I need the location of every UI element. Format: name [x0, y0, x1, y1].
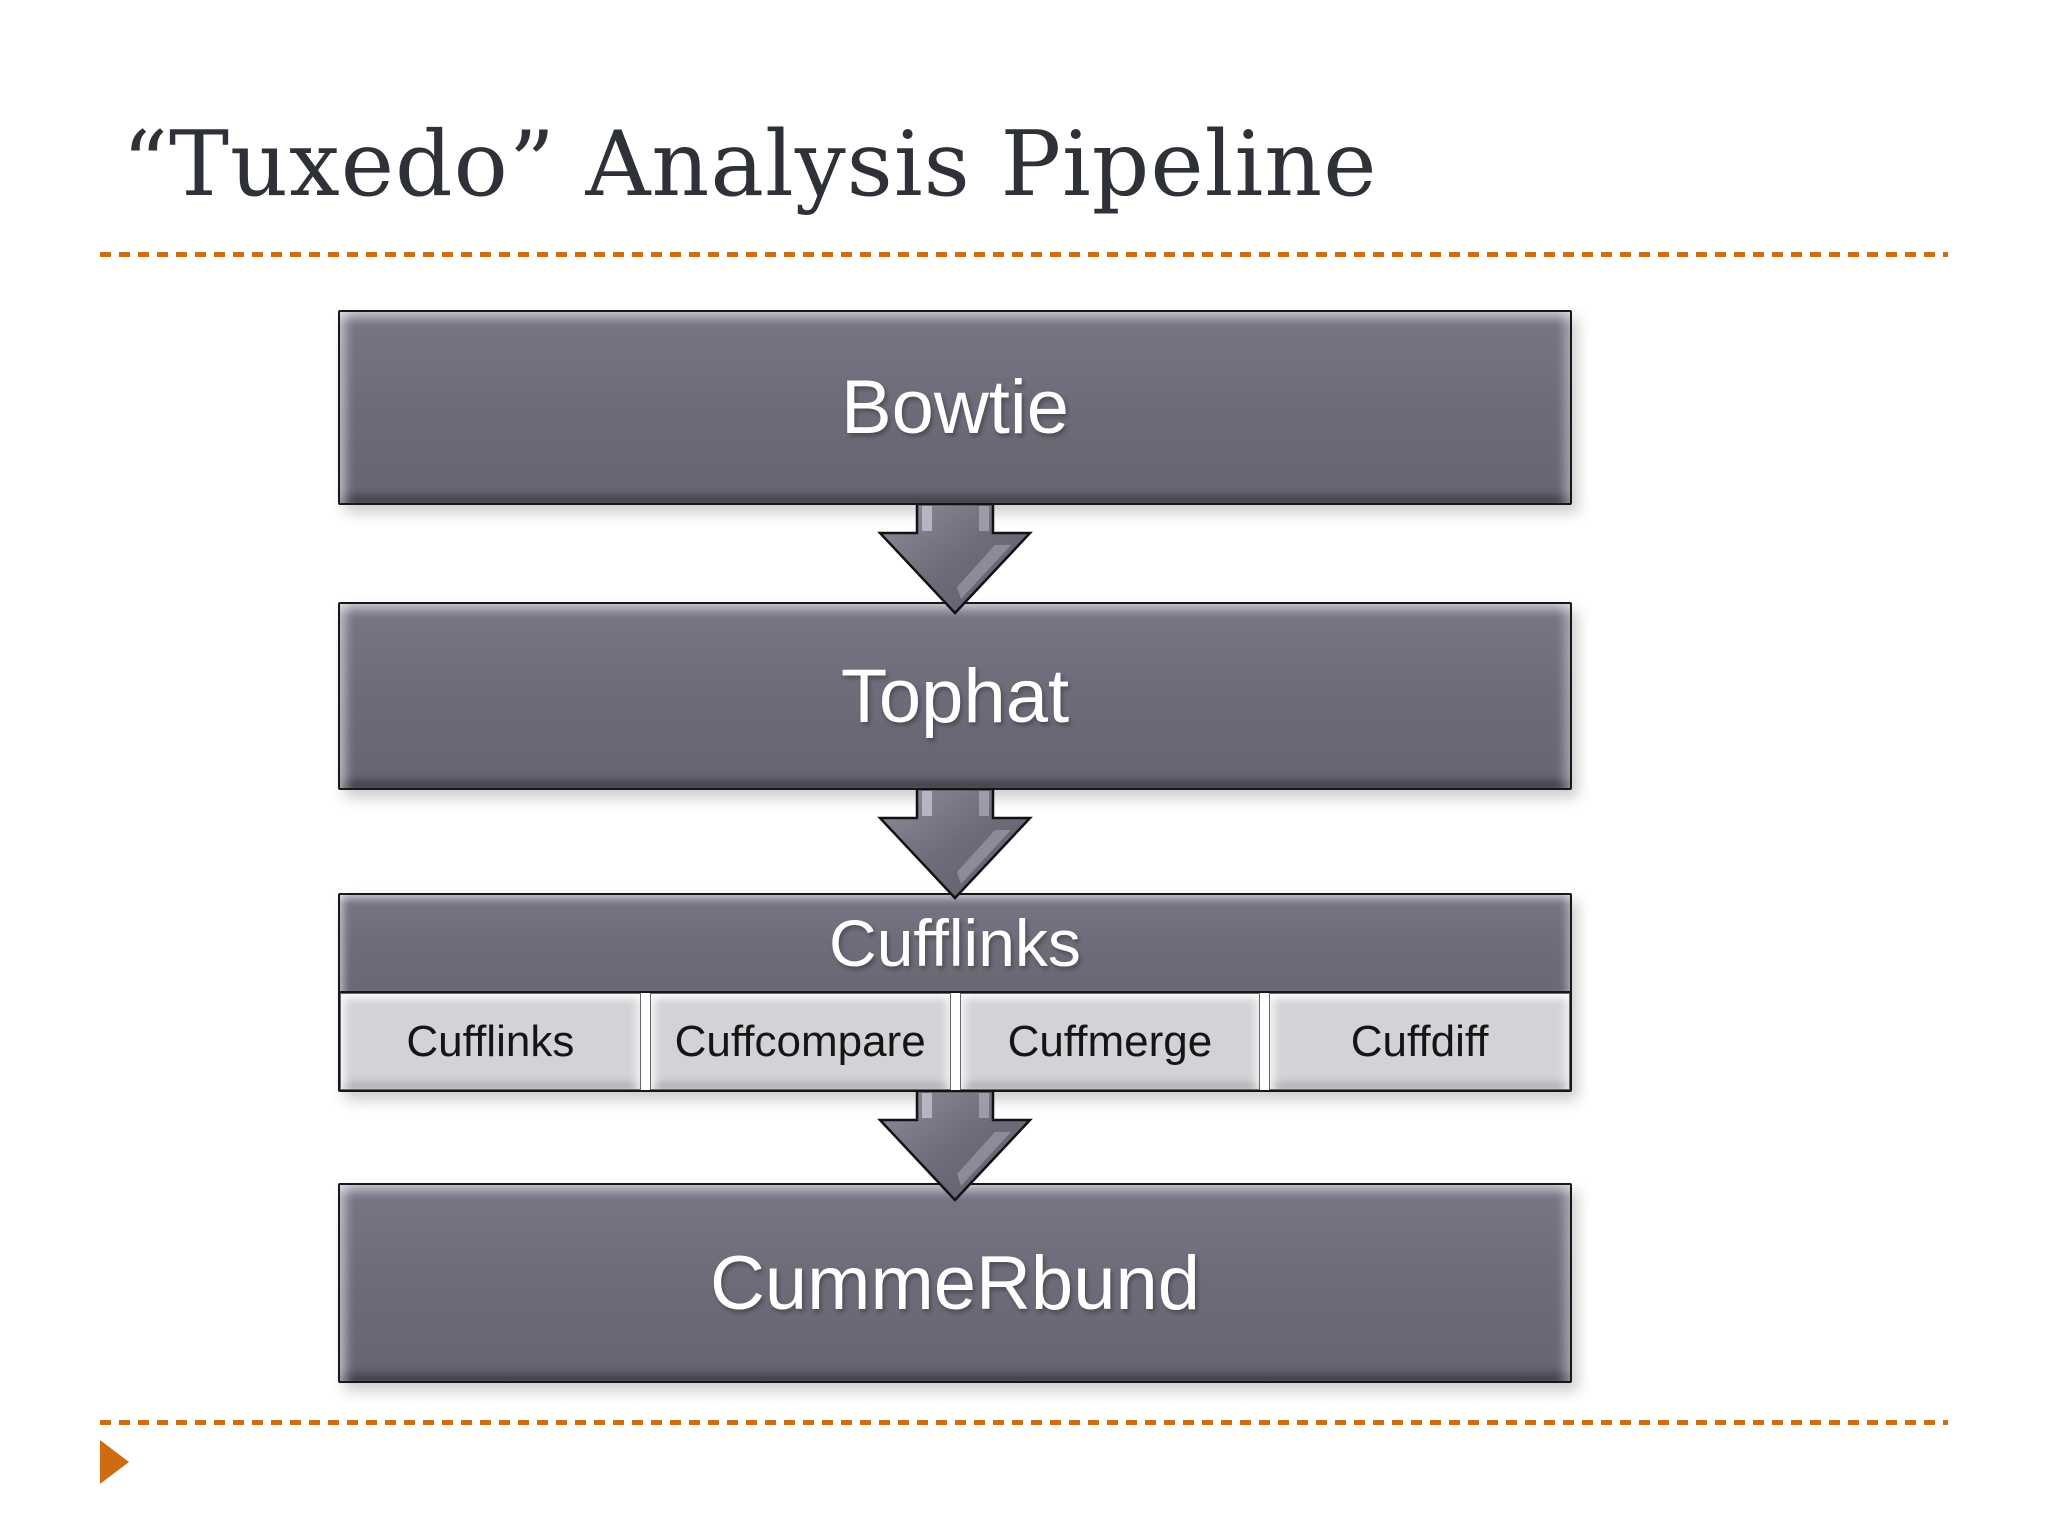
down-arrow-icon [877, 788, 1033, 900]
pipeline-step-label: Cufflinks [829, 906, 1081, 980]
tool-label: Cufflinks [406, 1016, 575, 1066]
tool-label: Cuffdiff [1350, 1016, 1489, 1066]
slide-title: “Tuxedo” Analysis Pipeline [122, 112, 1378, 217]
tool-cuffdiff: Cuffdiff [1269, 993, 1570, 1090]
tool-cuffmerge: Cuffmerge [959, 993, 1261, 1090]
tool-cufflinks: Cufflinks [340, 993, 641, 1090]
down-arrow-icon [877, 503, 1033, 615]
tool-label: Cuffcompare [674, 1016, 926, 1066]
pipeline-step-bowtie: Bowtie [338, 310, 1572, 505]
cufflinks-tools-row: Cufflinks Cuffcompare Cuffmerge Cuffdiff [340, 993, 1570, 1090]
pipeline-step-cufflinks-group: Cufflinks Cufflinks Cuffcompare Cuffmerg… [338, 893, 1572, 1092]
footer-divider [100, 1420, 1948, 1425]
tool-label: Cuffmerge [1007, 1016, 1213, 1066]
down-arrow-icon [877, 1090, 1033, 1202]
title-divider [100, 252, 1948, 257]
slide-advance-triangle-icon [100, 1440, 129, 1484]
pipeline-step-cufflinks: Cufflinks [340, 895, 1570, 993]
tool-cuffcompare: Cuffcompare [649, 993, 951, 1090]
pipeline-step-label: Bowtie [840, 365, 1070, 450]
pipeline-step-label: Tophat [840, 653, 1070, 739]
pipeline-step-cummerbund: CummeRbund [338, 1183, 1572, 1383]
pipeline-step-tophat: Tophat [338, 602, 1572, 790]
pipeline-step-label: CummeRbund [710, 1240, 1200, 1326]
